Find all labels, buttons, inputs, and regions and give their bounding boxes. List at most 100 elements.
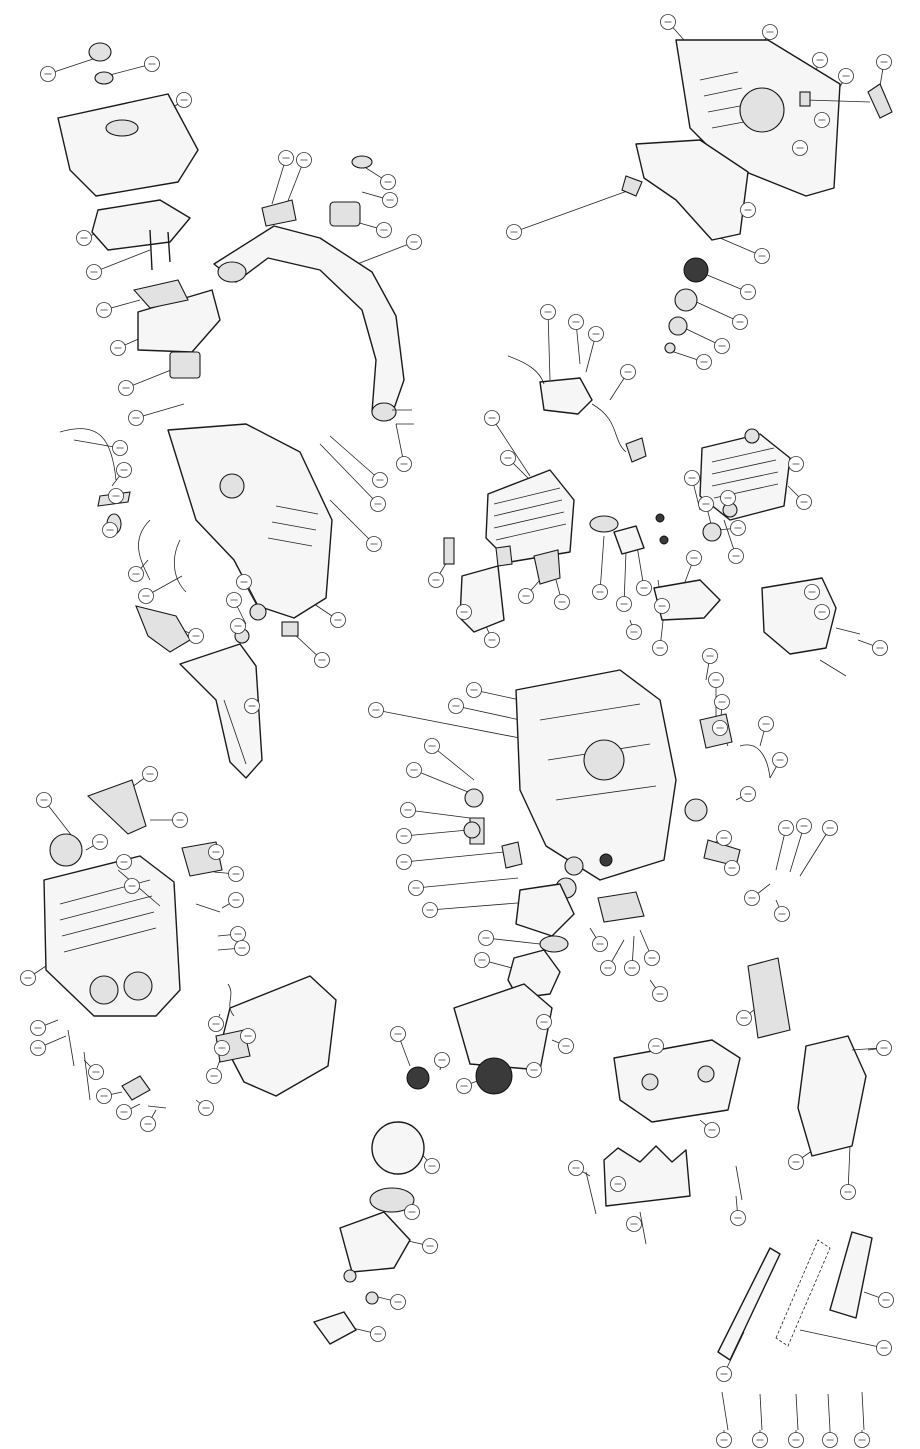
grip-insert xyxy=(223,699,247,765)
cylinder-fins xyxy=(493,487,567,541)
fuel-tank-housing xyxy=(167,423,333,619)
tank-rib-b xyxy=(271,521,317,531)
leader-line xyxy=(271,157,287,205)
flywheel-nut xyxy=(744,428,760,444)
leader-line xyxy=(285,159,305,207)
leader-line xyxy=(403,829,469,837)
tool-hex-key xyxy=(795,1393,799,1431)
flywheel-fins xyxy=(711,447,779,499)
stud-bolt-right xyxy=(167,231,171,263)
kill-wire xyxy=(507,355,545,385)
leader-line xyxy=(599,535,605,593)
brake-pin xyxy=(195,903,221,913)
leader-line xyxy=(413,769,469,793)
leader-line xyxy=(375,709,531,741)
spark-plug-lead xyxy=(591,403,627,453)
leader-line xyxy=(125,367,177,389)
clutch-washer xyxy=(564,856,584,876)
rope-guide xyxy=(799,91,811,107)
tank-rib-a xyxy=(275,505,319,515)
leader-line xyxy=(547,311,551,381)
leader-line xyxy=(415,877,519,889)
leader-line xyxy=(329,499,375,545)
cover-stud-b xyxy=(83,1051,91,1101)
front-handle-bar xyxy=(213,225,405,421)
spring-coil xyxy=(227,983,235,1017)
throttle-rod xyxy=(59,428,117,481)
spark-plug xyxy=(443,537,455,565)
muffler xyxy=(459,565,505,633)
plug-boot xyxy=(625,437,647,463)
filter-base-plate xyxy=(137,289,221,353)
cover-knob-boss xyxy=(105,119,139,137)
bottom-plate-boss-a xyxy=(641,1073,659,1091)
guide-bar xyxy=(717,1247,781,1361)
spike-bolt-b xyxy=(639,1211,647,1245)
tensioner-plate xyxy=(121,1075,151,1101)
clutch-cover-group xyxy=(43,779,337,1109)
air-filter-cover-group xyxy=(57,42,221,593)
ignition-coil xyxy=(539,377,593,415)
intake-boot xyxy=(533,549,561,585)
leader-line xyxy=(431,745,475,781)
crankcase-web-c xyxy=(555,785,657,801)
piston xyxy=(613,525,645,555)
carburetor-body xyxy=(169,351,201,379)
air-filter-cover xyxy=(57,93,199,197)
bottom-plate-boss-b xyxy=(697,1065,715,1083)
starter-rope xyxy=(805,99,871,103)
leader-line xyxy=(105,63,153,77)
leader-line xyxy=(407,809,471,819)
filter-cap-knob xyxy=(88,42,112,62)
brake-lever xyxy=(86,779,147,835)
filter-baffle xyxy=(132,279,189,309)
leader-line xyxy=(47,57,97,75)
brake-band-coil xyxy=(49,833,83,867)
handle-clamp-top xyxy=(217,261,247,283)
flywheel xyxy=(699,433,791,521)
starter-pawl-gear xyxy=(683,257,709,283)
bar-chain-group xyxy=(717,1231,873,1431)
cover-bolt-a xyxy=(835,627,861,635)
tool-file xyxy=(721,1391,729,1431)
chain-catcher xyxy=(597,891,645,923)
crankcase-seal xyxy=(464,788,484,808)
clutch-drum xyxy=(475,1057,513,1095)
crankshaft xyxy=(653,579,721,621)
piston-ring xyxy=(589,515,619,533)
leader-line xyxy=(691,299,741,323)
tool-plug-wrench xyxy=(861,1391,865,1431)
bar-scabbard xyxy=(829,1231,873,1319)
starter-housing-group xyxy=(621,39,893,521)
leader-line xyxy=(799,1329,885,1349)
tank-rib-c xyxy=(267,537,313,547)
bottom-plate xyxy=(613,1039,741,1123)
bumper-spike xyxy=(603,1145,691,1207)
cover-window-b xyxy=(123,971,153,1001)
leader-line xyxy=(403,851,505,863)
leader-line xyxy=(485,937,541,945)
pawl-nut xyxy=(664,342,676,354)
tool-screwdriver xyxy=(759,1393,763,1431)
leader-line xyxy=(93,249,151,273)
front-handle-group xyxy=(213,155,414,425)
handle-clamp-bottom xyxy=(371,402,397,422)
leader-line xyxy=(135,403,185,419)
leader-line xyxy=(491,417,531,477)
inner-chain-plate xyxy=(453,983,553,1071)
callout-markers xyxy=(20,14,894,1448)
pawl-plate xyxy=(668,316,688,336)
fuel-line-b xyxy=(173,539,187,593)
crankcase-web-a xyxy=(539,703,641,721)
spike-bolt-a xyxy=(585,1171,597,1215)
kill-switch xyxy=(501,841,523,869)
crankcase-bore xyxy=(583,739,625,781)
bar-nut-a xyxy=(343,1269,357,1283)
chain-tensioner xyxy=(313,1311,357,1345)
cover-stud xyxy=(67,1029,75,1067)
muffler-gasket xyxy=(495,545,513,567)
clutch-shoe-assembly xyxy=(371,1121,425,1175)
leader-line xyxy=(429,901,531,911)
oil-hose xyxy=(739,744,771,779)
